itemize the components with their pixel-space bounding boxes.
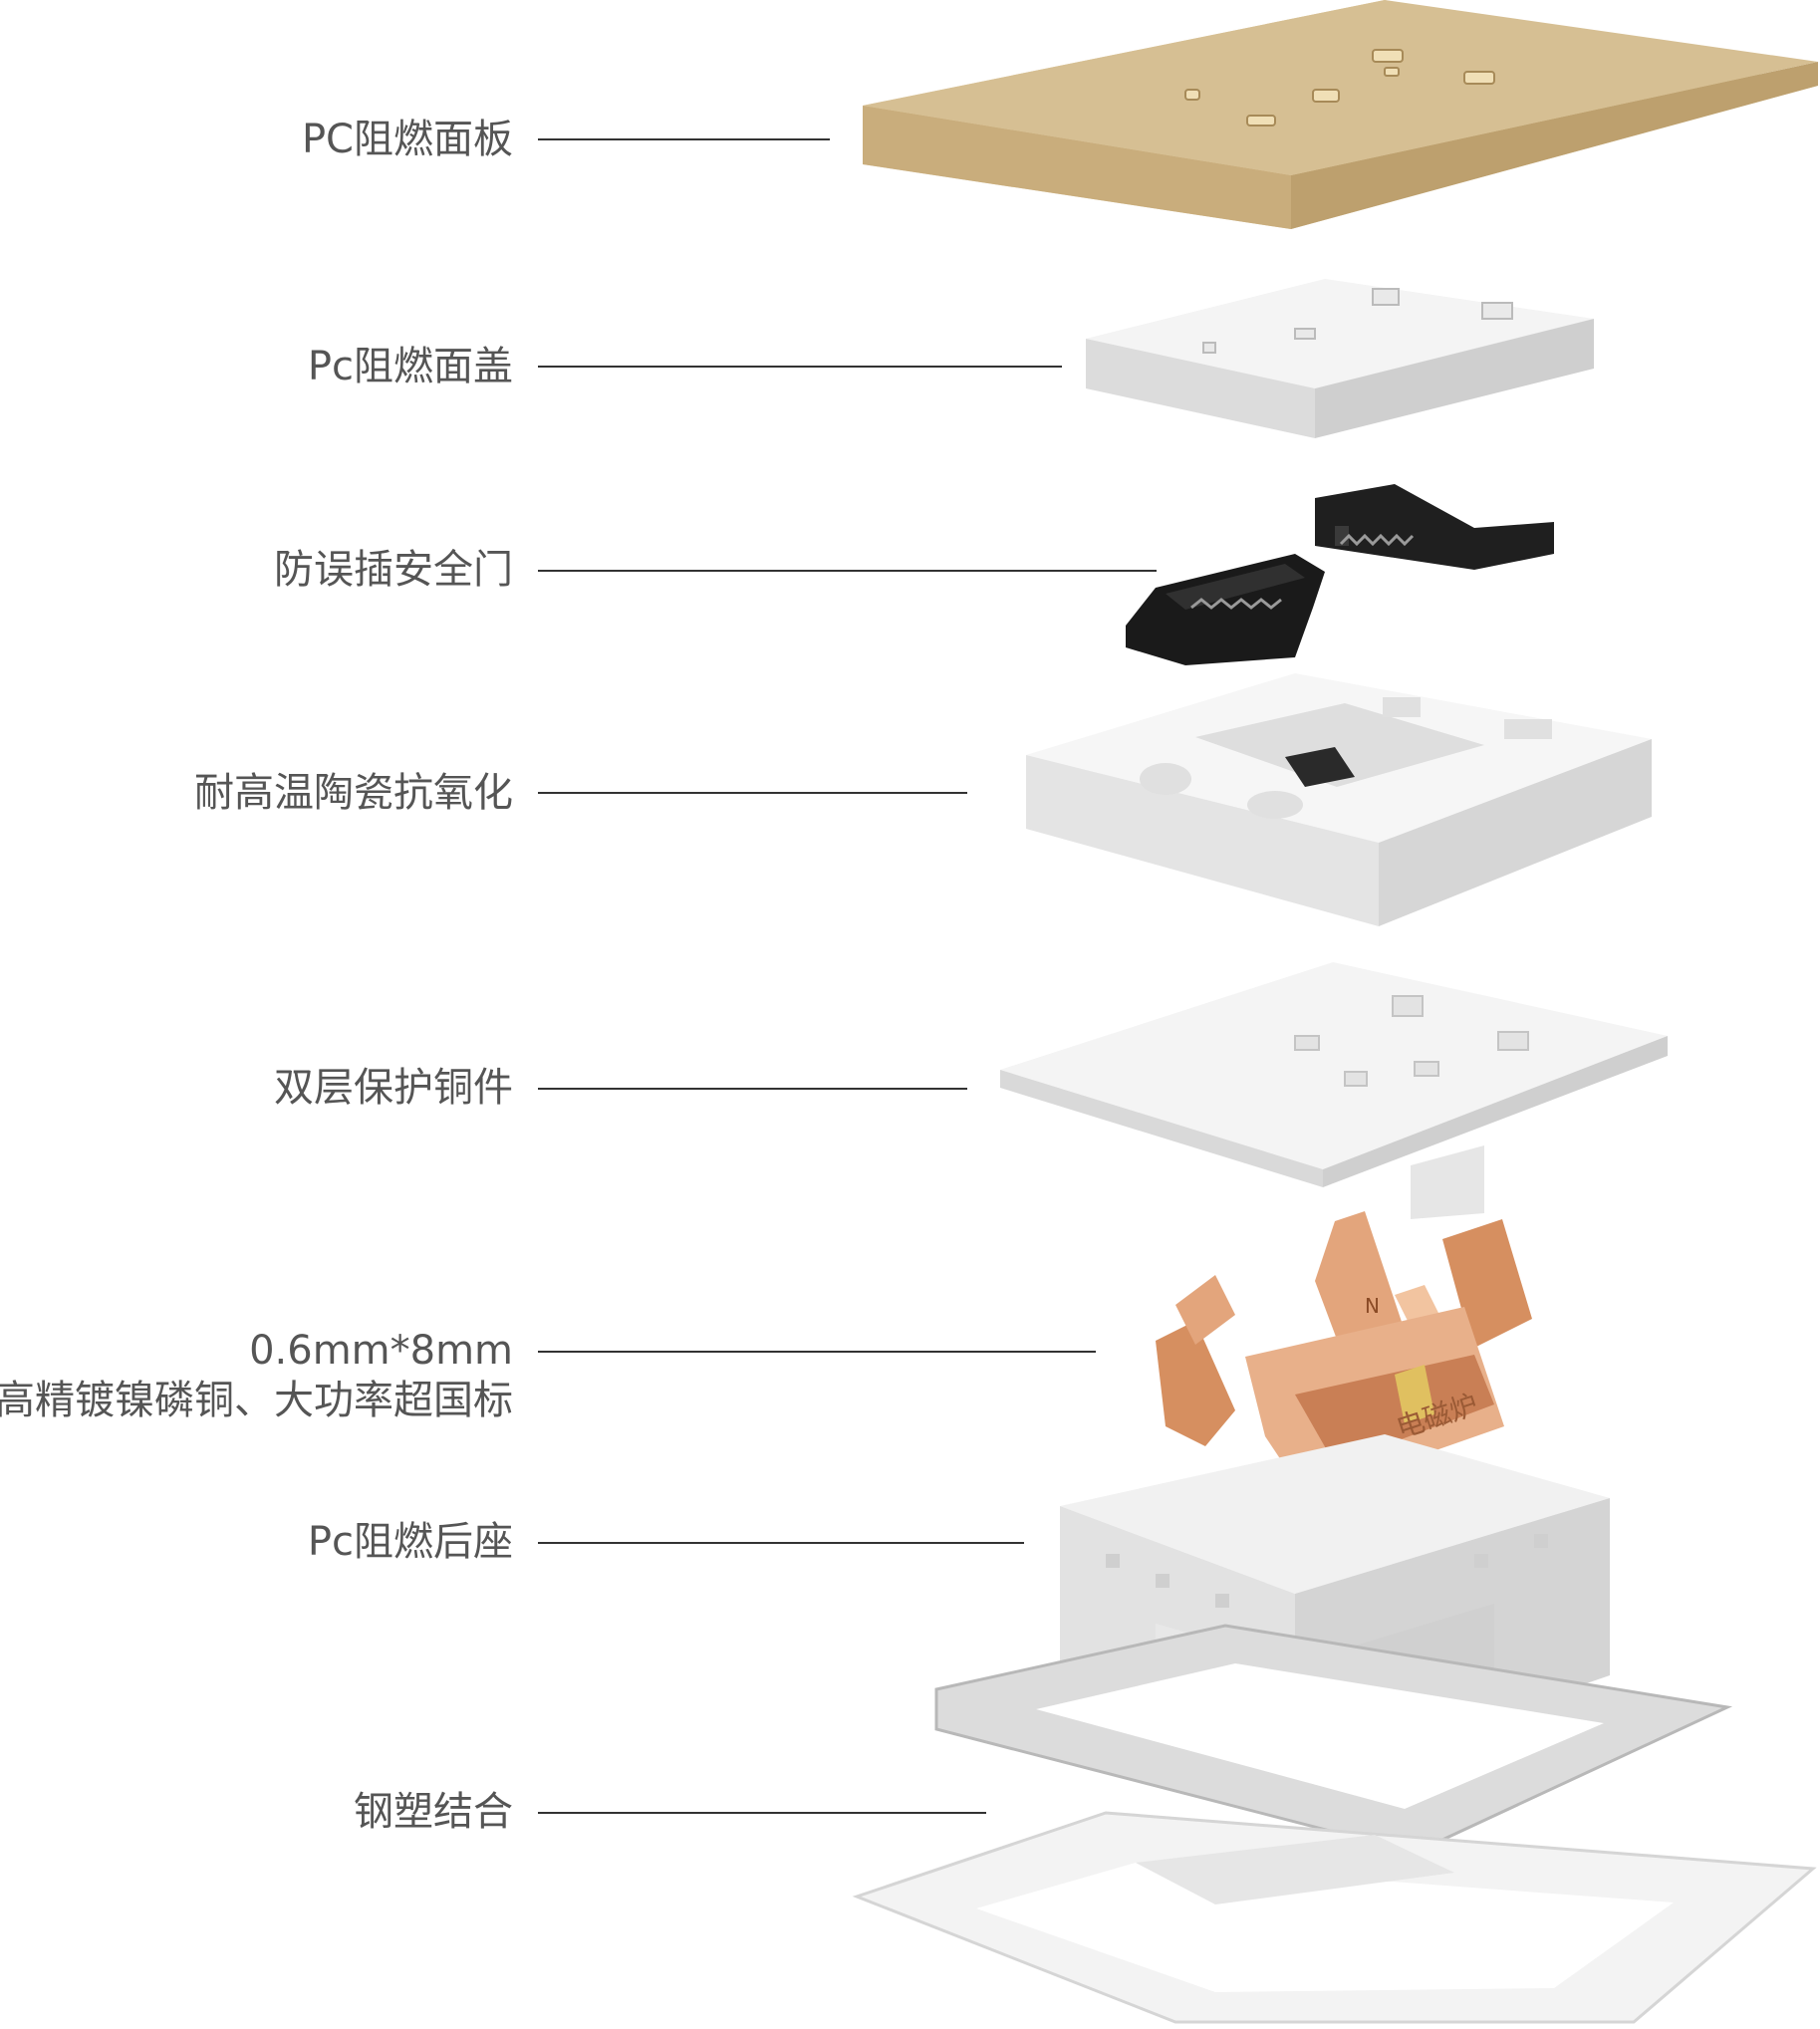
label-copper-layer: 双层保护铜件 xyxy=(274,1065,513,1111)
copper-contacts xyxy=(1156,1211,1532,1496)
contact-n-mark: N xyxy=(1365,1294,1380,1318)
leader-shutter xyxy=(538,570,1157,572)
leader-copper-layer xyxy=(538,1088,967,1090)
label-cover: Pc阻燃面盖 xyxy=(307,344,513,389)
label-contacts-desc: 高精镀镍磷铜、大功率超国标 xyxy=(0,1378,513,1423)
leader-back-seat xyxy=(538,1542,1024,1544)
ceramic-block xyxy=(1026,673,1652,926)
label-ceramic: 耐高温陶瓷抗氧化 xyxy=(194,770,513,816)
leader-faceplate xyxy=(538,138,830,140)
leader-frame xyxy=(538,1812,986,1814)
gold-faceplate xyxy=(863,0,1818,229)
label-back-seat: Pc阻燃后座 xyxy=(307,1519,513,1565)
leader-ceramic xyxy=(538,792,967,794)
label-faceplate: PC阻燃面板 xyxy=(301,117,513,162)
safety-shutter xyxy=(1126,484,1554,665)
label-contacts-spec: 0.6mm*8mm xyxy=(249,1328,513,1374)
label-shutter: 防误插安全门 xyxy=(274,547,513,593)
white-cover xyxy=(1086,279,1594,438)
protection-plate xyxy=(1000,962,1668,1219)
leader-contacts xyxy=(538,1351,1096,1353)
leader-cover xyxy=(538,366,1062,368)
label-frame: 钢塑结合 xyxy=(354,1789,513,1835)
steel-plastic-frame xyxy=(852,1624,1817,2024)
